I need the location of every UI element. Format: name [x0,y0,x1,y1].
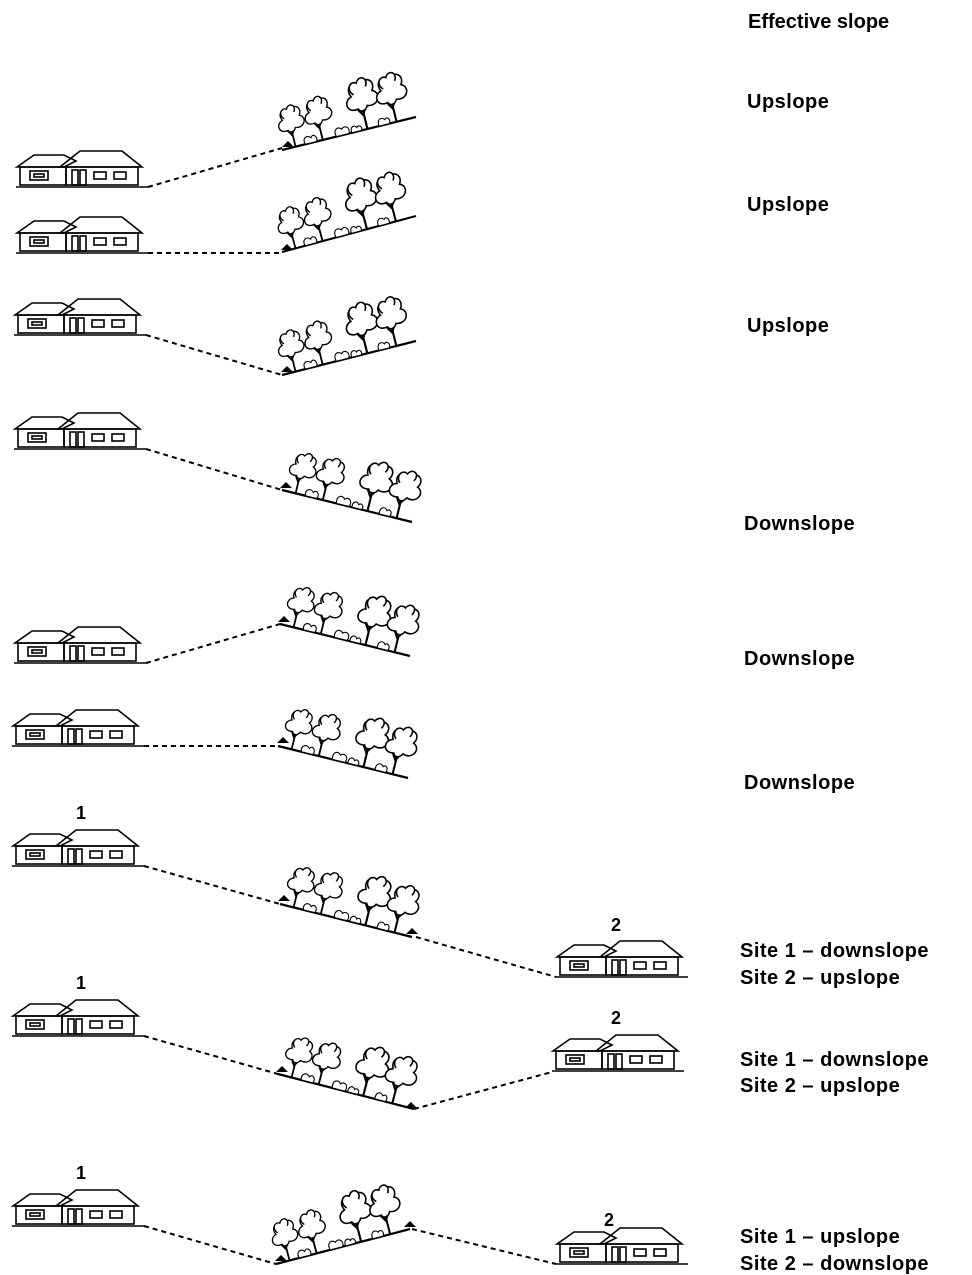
triangle-marker-icon [276,1066,288,1072]
scenario-7: 1 2 Site 1 – downslope Site 2 – upslope [11,803,929,989]
site-2-label: Site 2 – downslope [740,1253,929,1275]
triangle-marker-icon [405,1102,417,1108]
site-2-number: 2 [611,1008,621,1028]
slope-label: Upslope [747,194,829,216]
sight-line [145,623,281,664]
triangle-marker-icon [280,482,292,488]
scenario-9: 1 2 Site 1 – upslope Site 2 – downslope [11,1163,929,1275]
vegetation-icon [282,575,423,656]
scenario-6: Downslope [11,697,855,794]
triangle-marker-icon [278,616,290,622]
sight-line [413,1071,553,1110]
house-icon [11,999,145,1037]
site-2-number: 2 [604,1210,614,1230]
sight-line [143,1225,277,1265]
house-icon [11,709,145,747]
house-icon [551,1034,685,1072]
site-2-label: Site 2 – upslope [740,967,900,989]
sight-line [145,334,283,376]
column-header: Effective slope [748,11,889,33]
site-2-number: 2 [611,915,621,935]
vegetation-icon [280,697,421,778]
vegetation-icon [271,167,413,251]
site-1-number: 1 [76,1163,86,1183]
scenario-5: Downslope [13,575,855,670]
sight-line [147,147,283,188]
house-icon [555,940,689,978]
site-1-number: 1 [76,973,86,993]
house-icon [11,1189,145,1227]
scenario-8: 1 2 Site 1 – downslope Site 2 – upslope [11,973,929,1111]
slope-label: Downslope [744,648,855,670]
site-2-label: Site 2 – upslope [740,1075,900,1097]
triangle-marker-icon [404,1221,416,1227]
scenario-1: Upslope [15,68,829,188]
slope-label: Downslope [744,772,855,794]
sight-line [411,1228,557,1265]
site-1-number: 1 [76,803,86,823]
vegetation-icon [272,292,413,374]
scenario-2: Upslope [15,167,829,254]
sight-line [415,936,557,978]
house-icon [13,298,147,336]
triangle-marker-icon [277,737,289,743]
sight-line [143,1035,279,1075]
slope-label: Upslope [747,315,829,337]
triangle-marker-icon [282,141,294,147]
vegetation-icon [280,1025,422,1108]
house-icon [11,829,145,867]
vegetation-icon [265,1180,407,1263]
vegetation-icon [284,441,425,522]
house-icon [15,150,149,188]
house-icon [13,412,147,450]
house-icon [13,626,147,664]
triangle-marker-icon [278,895,290,901]
house-icon [555,1227,689,1265]
triangle-marker-icon [275,1255,287,1261]
sight-line [145,448,283,491]
triangle-marker-icon [281,366,293,372]
sight-line [143,865,281,905]
ground-line [277,1072,415,1111]
slope-label: Upslope [747,91,829,113]
scenario-3: Upslope [13,292,829,377]
vegetation-icon [282,855,423,937]
site-1-label: Site 1 – upslope [740,1226,900,1248]
scenario-4: Downslope [13,412,855,535]
slope-label: Downslope [744,513,855,535]
site-1-label: Site 1 – downslope [740,940,929,962]
vegetation-icon [272,68,413,149]
house-icon [15,216,149,254]
site-1-label: Site 1 – downslope [740,1049,929,1071]
triangle-marker-icon [406,928,418,934]
